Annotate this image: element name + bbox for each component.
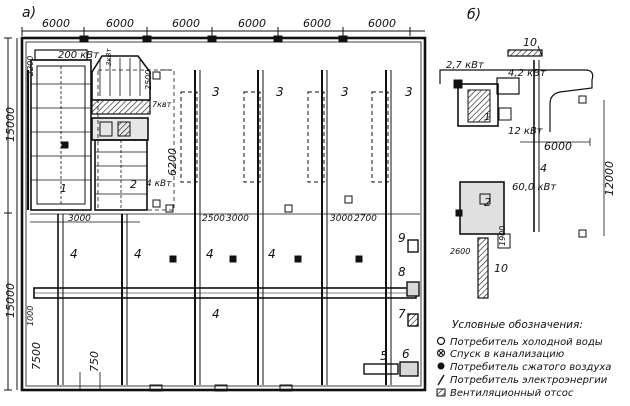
equipment-6 [399, 361, 419, 377]
equipment-10-bottom [477, 237, 489, 299]
equipment-9 [407, 239, 419, 253]
marker-9: 9 [398, 231, 406, 245]
label-3000-a: 3000 [68, 214, 91, 224]
marker-3c: 3 [341, 85, 349, 99]
label-12000: 12000 [603, 161, 616, 196]
machine-line-3-c [307, 70, 328, 385]
marker-4c: 4 [206, 247, 214, 261]
label-3kwt: 3кВт [105, 48, 113, 66]
label-7kwt: 7квт [152, 100, 172, 109]
building-outer-wall [20, 36, 427, 392]
panel-a-plan [4, 27, 427, 392]
label-1900: 1900 [498, 226, 507, 246]
equipment-7 [407, 313, 419, 327]
marker-4d: 4 [268, 247, 276, 261]
label-1-b: 1 [484, 112, 490, 123]
marker-4b: 4 [134, 247, 142, 261]
panel-b-labels: 10 2,7 кВт 4,2 кВт 1 12 кВт 6000 4 12000… [446, 36, 616, 275]
dim-top-2: 6000 [106, 17, 134, 30]
panel-label-a: а) [22, 5, 36, 21]
ventilation-exhaust-icon [436, 388, 446, 397]
marker-2: 2 [130, 178, 137, 191]
label-2500-b: 2500 [202, 214, 225, 224]
label-200kwt: 200 кВт [58, 50, 100, 61]
machine-line-3-a [180, 70, 201, 385]
dim-top-5: 6000 [303, 17, 331, 30]
dim-top-4: 6000 [238, 17, 266, 30]
machine-line-3-d [371, 70, 392, 385]
ventilation-hood [91, 55, 151, 101]
marker-8: 8 [398, 265, 406, 279]
panel-b-wall [439, 69, 594, 132]
legend-item-5: Вентиляционный отсос [450, 388, 574, 399]
label-4-b: 4 [540, 162, 547, 175]
legend-item-1: Потребитель холодной воды [450, 336, 603, 348]
label-2700: 2700 [354, 214, 377, 224]
marker-4e: 4 [212, 307, 220, 321]
legend: Условные обозначения: Потребитель холодн… [436, 319, 611, 399]
marker-3b: 3 [276, 85, 284, 99]
sewer-drain-icon [436, 348, 446, 358]
equipment-2-b [459, 181, 505, 235]
marker-4a: 4 [70, 247, 78, 261]
marker-3a: 3 [212, 85, 220, 99]
label-10-top: 10 [523, 36, 537, 49]
machine-line-3-b [243, 70, 264, 385]
marker-6: 6 [402, 347, 410, 361]
dim-left-15000-top: 15000 [4, 107, 17, 142]
panel-b-plan [439, 45, 605, 299]
dim-left-7500: 7500 [30, 342, 43, 370]
label-6200: 6200 [166, 148, 179, 176]
label-3000-c: 3000 [330, 214, 353, 224]
label-12kwt: 12 кВт [508, 126, 544, 137]
label-3000-b: 3000 [226, 214, 249, 224]
equipment-5 [363, 363, 399, 375]
label-6000-b: 6000 [544, 140, 572, 153]
label-4-2kwt: 4,2 кВт [508, 68, 547, 79]
dim-left-1000: 1000 [26, 306, 35, 326]
label-2500: 2500 [144, 70, 153, 90]
dim-left-2200: 2200 [26, 56, 35, 76]
marker-5: 5 [380, 349, 388, 363]
dim-top-1: 6000 [42, 17, 70, 30]
marker-7: 7 [398, 307, 406, 321]
label-60kwt: 60,0 кВт [512, 182, 557, 193]
equipment-1-b [457, 83, 499, 127]
dim-left-15000-bottom: 15000 [4, 283, 17, 318]
marker-3d: 3 [405, 85, 413, 99]
label-2-7kwt: 2,7 кВт [446, 60, 485, 71]
equipment-10-top [507, 49, 543, 57]
label-750: 750 [88, 351, 101, 372]
legend-item-3: Потребитель сжатого воздуха [450, 361, 611, 373]
label-2-b: 2 [484, 196, 491, 209]
label-4kwt: 4 кВт [146, 179, 172, 189]
panel-label-b: б) [467, 7, 481, 23]
compressed-air-consumer-icon [437, 362, 445, 370]
label-2600: 2600 [450, 247, 470, 256]
cold-water-consumer-icon [436, 336, 446, 346]
legend-item-4: Потребитель электроэнергии [450, 374, 608, 386]
machine-line-left [57, 214, 128, 385]
legend-title: Условные обозначения: [452, 319, 583, 331]
dim-top-3: 6000 [172, 17, 200, 30]
label-10-bottom: 10 [494, 262, 508, 275]
legend-item-2: Спуск в канализацию [450, 349, 564, 360]
marker-1: 1 [60, 182, 67, 195]
panel-a-dimensions: 6000 6000 6000 6000 6000 6000 15000 1500… [4, 17, 413, 372]
electricity-consumer-icon [437, 374, 445, 386]
dim-top-6: 6000 [368, 17, 396, 30]
